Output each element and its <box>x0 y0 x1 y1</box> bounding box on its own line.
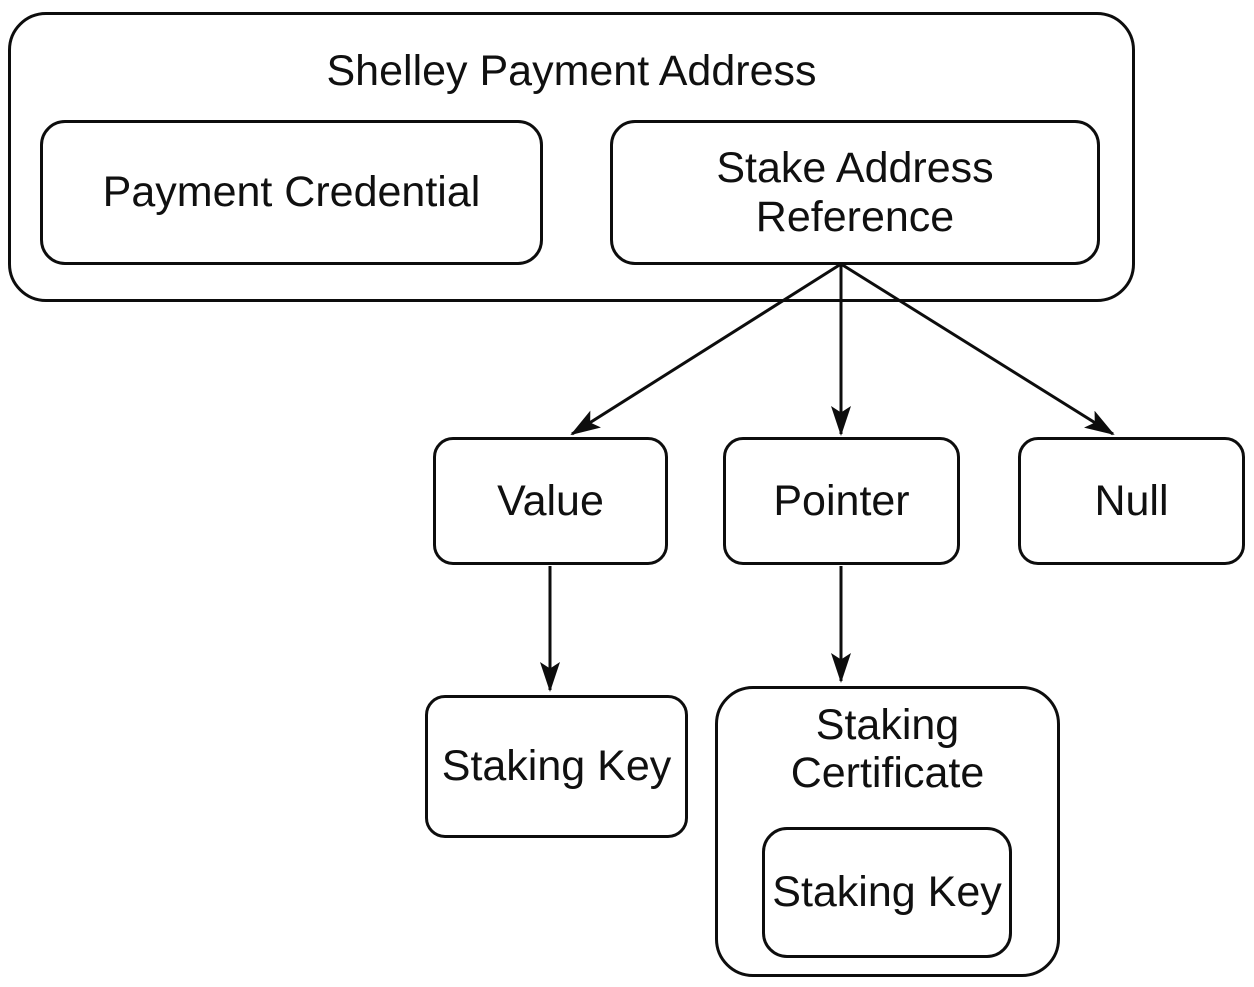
node-value-label: Value <box>497 476 604 525</box>
node-staking-certificate: Staking Certificate <box>715 686 1060 977</box>
node-value: Value <box>433 437 668 565</box>
node-staking-key-inner: Staking Key <box>762 827 1012 958</box>
node-stake-address-reference: Stake Address Reference <box>610 120 1100 265</box>
node-staking-key-label: Staking Key <box>441 742 672 791</box>
node-pointer-label: Pointer <box>773 476 910 525</box>
node-payment-credential: Payment Credential <box>40 120 543 265</box>
node-staking-key-inner-label: Staking Key <box>772 868 1002 917</box>
node-staking-key: Staking Key <box>425 695 688 838</box>
node-shelley-payment-address-label: Shelley Payment Address <box>326 47 817 95</box>
node-pointer: Pointer <box>723 437 960 565</box>
node-staking-certificate-label: Staking Certificate <box>790 701 985 798</box>
node-stake-address-reference-label: Stake Address Reference <box>716 144 994 241</box>
node-null: Null <box>1018 437 1245 565</box>
node-null-label: Null <box>1094 476 1169 525</box>
node-payment-credential-label: Payment Credential <box>102 168 481 217</box>
